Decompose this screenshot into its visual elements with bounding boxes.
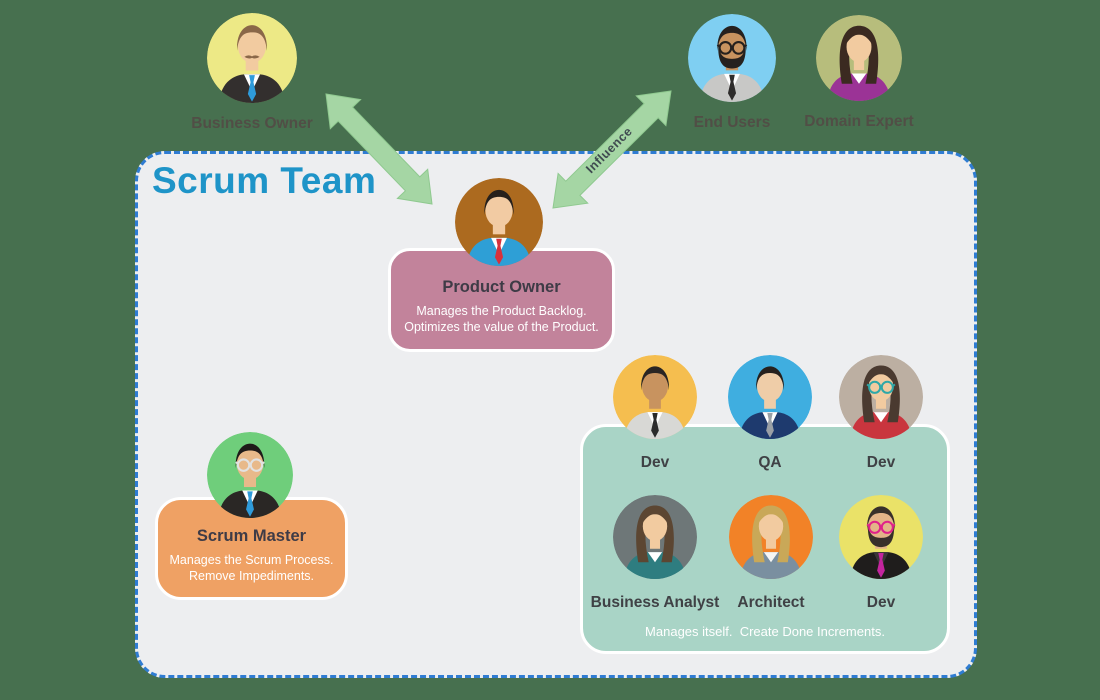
dev-team-member-business-analyst: Business Analyst (585, 495, 725, 612)
dev-team-member-dev-1: Dev (585, 355, 725, 472)
product-owner-card-title: Product Owner (442, 278, 561, 296)
end-users-label: End Users (693, 114, 771, 131)
person-business-owner: Business Owner (172, 13, 332, 133)
scrum-master-card-title: Scrum Master (196, 527, 307, 545)
dev-team-footer-text: Manages itself. Create Done Increments. (645, 624, 885, 639)
member-label: Architect (737, 594, 805, 611)
person-scrum-master (207, 432, 293, 518)
domain-expert-label: Domain Expert (804, 113, 914, 130)
member-label: Business Analyst (590, 594, 720, 611)
business-owner-label: Business Owner (191, 115, 313, 132)
dev-avatar-icon (613, 355, 697, 439)
dev-team-member-dev-2: Dev (811, 355, 951, 472)
product-owner-avatar-icon (455, 178, 543, 266)
member-label: Dev (640, 454, 670, 471)
business-owner-avatar-icon (207, 13, 297, 103)
qa-avatar-icon (728, 355, 812, 439)
person-domain-expert: Domain Expert (779, 15, 939, 131)
member-label: Dev (866, 454, 896, 471)
person-end-users: End Users (652, 14, 812, 132)
dev-avatar-icon (839, 495, 923, 579)
scrum-master-avatar-icon (207, 432, 293, 518)
dev-team-member-dev-3: Dev (811, 495, 951, 612)
dev-team-member-qa: QA (700, 355, 840, 472)
end-users-avatar-icon (688, 14, 776, 102)
member-label: Dev (866, 594, 896, 611)
architect-avatar-icon (729, 495, 813, 579)
dev-team-member-architect: Architect (701, 495, 841, 612)
member-label: QA (758, 454, 782, 471)
domain-expert-avatar-icon (816, 15, 902, 101)
dev-avatar-icon (839, 355, 923, 439)
scrum-team-title: Scrum Team (152, 160, 377, 201)
scrum-master-card-line: Manages the Scrum Process. (169, 553, 334, 567)
person-product-owner (455, 178, 543, 266)
product-owner-card-line: Optimizes the value of the Product. (404, 319, 599, 334)
business-analyst-avatar-icon (613, 495, 697, 579)
product-owner-card-line: Manages the Product Backlog. (416, 304, 587, 318)
scrum-master-card-line: Remove Impediments. (188, 568, 315, 583)
